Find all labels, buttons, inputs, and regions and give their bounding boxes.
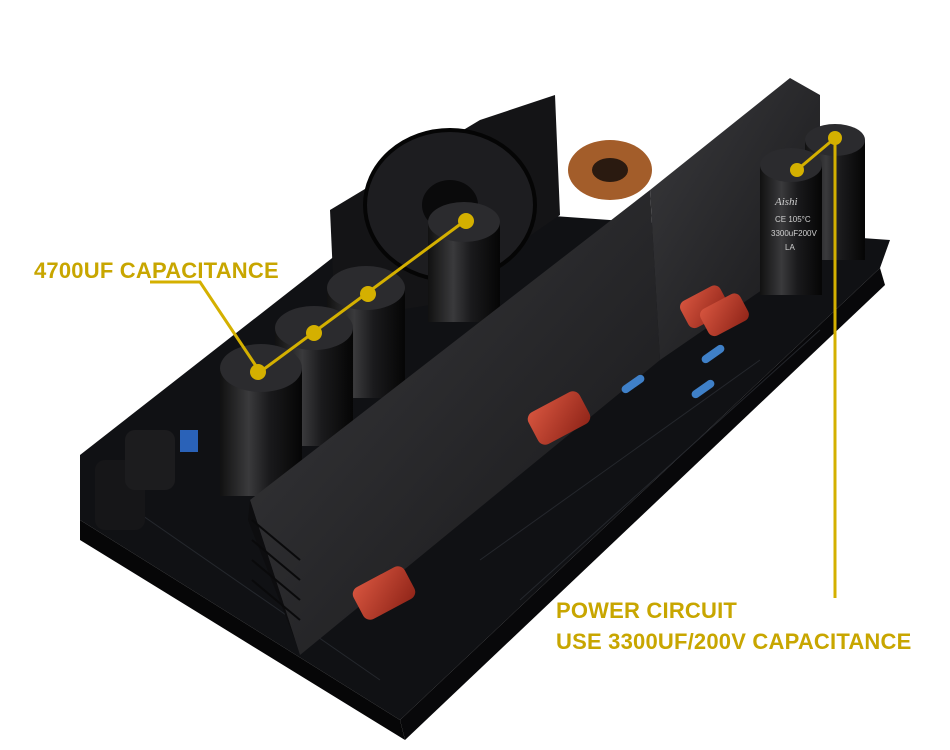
annotation-dot (360, 286, 376, 302)
annotation-dot (790, 163, 804, 177)
capacitor-3300uf (760, 148, 822, 295)
capacitor-4700uf-group (220, 202, 500, 496)
annotation-power-circuit: POWER CIRCUIT (556, 598, 738, 623)
capacitor-series: LA (785, 243, 795, 252)
annotation-dot (458, 213, 474, 229)
annotation-3300uf-capacitance: USE 3300UF/200V CAPACITANCE (556, 629, 912, 654)
annotation-4700-leader (150, 213, 474, 380)
annotation-dot (828, 131, 842, 145)
capacitor-rating-1: CE 105°C (775, 215, 811, 224)
xlr-connectors (95, 430, 198, 530)
annotation-dot (250, 364, 266, 380)
annotation-4700uf-capacitance: 4700UF CAPACITANCE (34, 258, 279, 283)
annotation-3300-leader (790, 131, 842, 598)
capacitor-brand: Aishi (774, 196, 798, 208)
capacitor-rating-2: 3300uF200V (771, 229, 817, 238)
capacitor-3300uf-group: Aishi CE 105°C 3300uF200V LA (760, 124, 865, 295)
resistors (621, 344, 725, 399)
film-capacitors (352, 285, 749, 620)
toroid-inductor (568, 140, 652, 200)
annotation-dot (306, 325, 322, 341)
heatsink (248, 78, 820, 655)
